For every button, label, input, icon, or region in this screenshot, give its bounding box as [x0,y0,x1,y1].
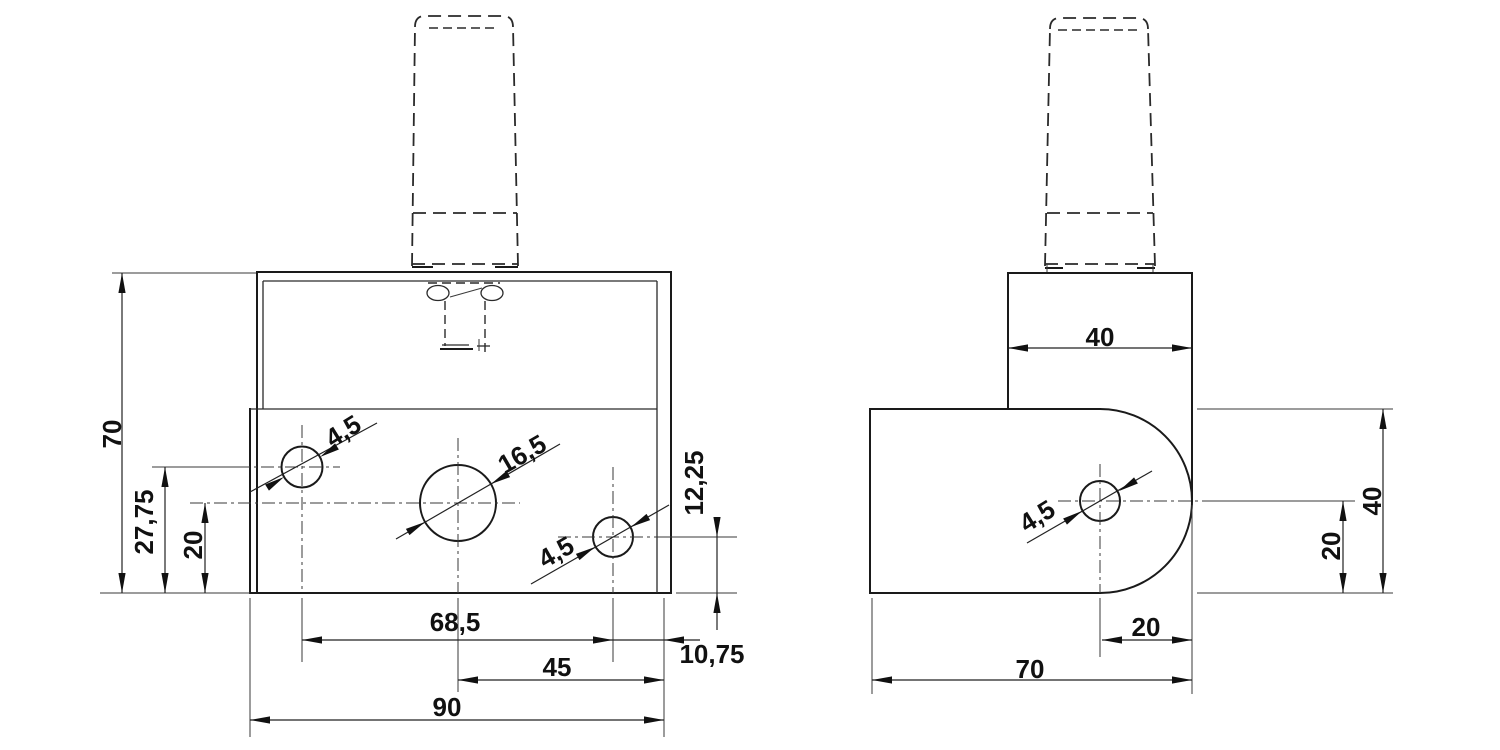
dim-front-center-dia: 16,5 [493,428,552,479]
dim-front-center-to-edge: 45 [543,652,572,682]
dim-front-hole-spacing: 68,5 [430,607,481,637]
side-extension-lines [871,408,1393,694]
side-antenna-hidden-outline [1044,17,1156,273]
dim-side-hole-dia: 4,5 [1014,494,1061,539]
side-body-outline [869,272,1193,595]
front-holes [280,445,634,558]
dim-front-hole3-height: 12,25 [679,450,709,515]
dim-front-overall-width: 90 [433,692,462,722]
front-extension-lines [100,272,737,737]
dim-front-hole3-to-edge: 10,75 [679,639,744,669]
front-antenna-hidden-outline [411,15,519,268]
dim-front-hole1-dia: 4,5 [320,409,367,454]
dim-front-hole1-height: 27,75 [129,489,159,554]
side-view: 40 4,5 40 20 20 70 [869,17,1393,694]
front-connector-detail [426,282,504,352]
front-view: 70 27,75 20 4,5 16,5 4,5 12,25 68,5 10,7… [97,15,745,737]
dim-front-height: 70 [97,420,127,449]
front-centerlines [190,425,662,593]
dim-front-center-hole-height: 20 [178,531,208,560]
front-arrowheads [118,273,721,724]
dim-side-plate-height: 40 [1357,487,1387,516]
front-dimension-lines [121,273,718,721]
dim-side-overall-depth: 70 [1016,654,1045,684]
side-arrowheads [872,344,1387,684]
dim-side-hole-height: 20 [1316,532,1346,561]
dim-side-block-width: 40 [1086,322,1115,352]
dim-front-hole3-dia: 4,5 [533,530,579,574]
front-body-outline [249,271,672,594]
front-hole-small-left [280,445,324,489]
side-centerlines [1058,464,1215,593]
side-dimension-lines [872,347,1384,681]
dim-side-hole-to-edge: 20 [1132,612,1161,642]
